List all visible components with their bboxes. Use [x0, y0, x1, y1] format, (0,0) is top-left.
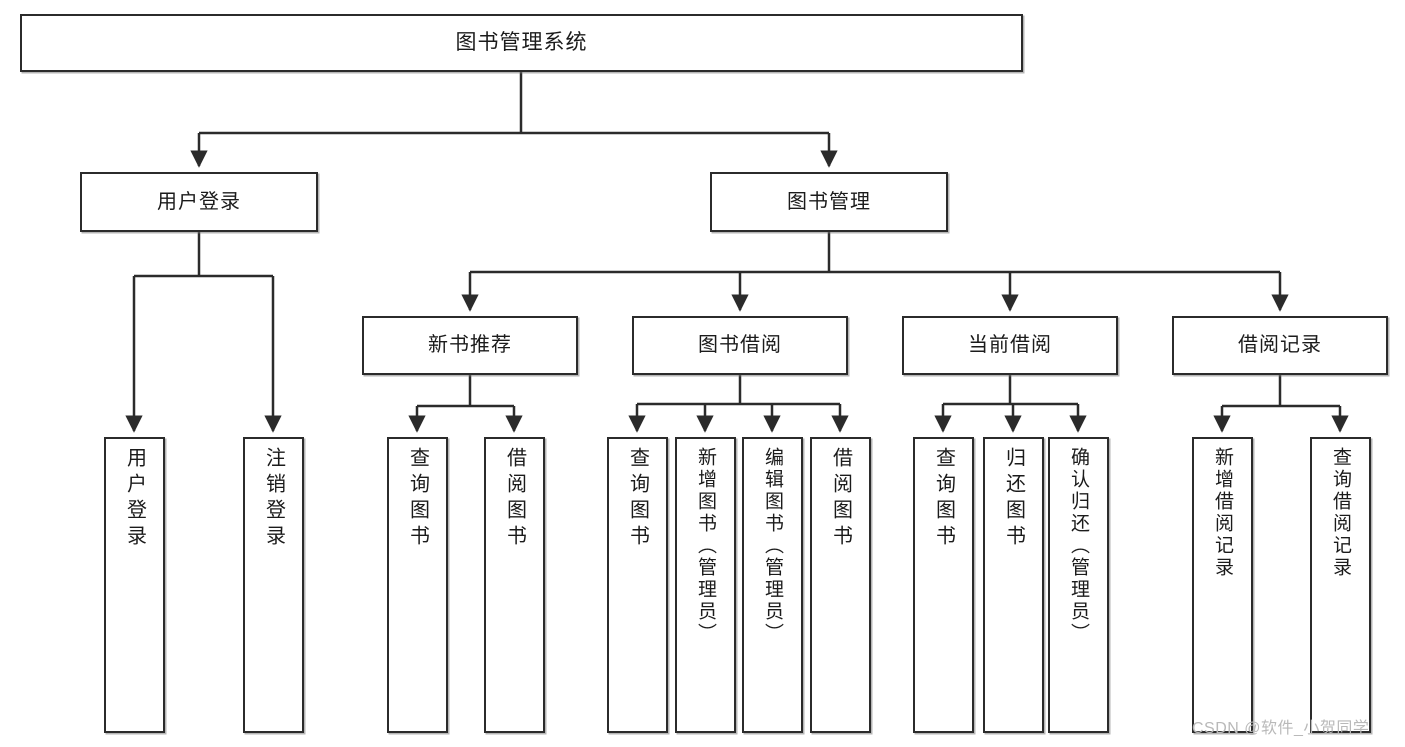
leaf-query-borrow-record-label: 查询借阅记录 [1330, 447, 1351, 579]
node-new-book-recommend[interactable]: 新书推荐 [362, 316, 578, 375]
leaf-query-book-3-label: 查询图书 [932, 447, 955, 551]
node-root-label: 图书管理系统 [455, 30, 588, 54]
leaf-confirm-return-admin-label: 确认归还（管理员） [1068, 447, 1089, 645]
leaf-add-book-admin[interactable]: 新增图书（管理员） [675, 437, 736, 733]
leaf-borrow-book-2-label: 借阅图书 [829, 447, 852, 551]
node-root[interactable]: 图书管理系统 [20, 14, 1023, 72]
leaf-user-login[interactable]: 用户登录 [104, 437, 165, 733]
node-book-borrow[interactable]: 图书借阅 [632, 316, 848, 375]
leaf-add-borrow-record-label: 新增借阅记录 [1212, 447, 1233, 579]
node-book-borrow-label: 图书借阅 [698, 334, 782, 356]
leaf-logout-login-label: 注销登录 [262, 447, 285, 551]
leaf-user-login-label: 用户登录 [123, 447, 146, 551]
leaf-query-book-2-label: 查询图书 [626, 447, 649, 551]
leaf-query-book-3[interactable]: 查询图书 [913, 437, 974, 733]
leaf-borrow-book-1-label: 借阅图书 [503, 447, 526, 551]
leaf-edit-book-admin[interactable]: 编辑图书（管理员） [742, 437, 803, 733]
leaf-borrow-book-1[interactable]: 借阅图书 [484, 437, 545, 733]
node-book-manage-label: 图书管理 [787, 190, 871, 213]
leaf-confirm-return-admin[interactable]: 确认归还（管理员） [1048, 437, 1109, 733]
leaf-query-borrow-record[interactable]: 查询借阅记录 [1310, 437, 1371, 733]
leaf-edit-book-admin-label: 编辑图书（管理员） [762, 447, 783, 645]
watermark: CSDN @软件_小贺同学 [1192, 720, 1370, 737]
node-borrow-record-label: 借阅记录 [1238, 334, 1322, 356]
leaf-borrow-book-2[interactable]: 借阅图书 [810, 437, 871, 733]
leaf-query-book-2[interactable]: 查询图书 [607, 437, 668, 733]
node-book-manage[interactable]: 图书管理 [710, 172, 948, 232]
leaf-add-borrow-record[interactable]: 新增借阅记录 [1192, 437, 1253, 733]
leaf-return-book-label: 归还图书 [1002, 447, 1025, 551]
node-user-login-label: 用户登录 [157, 190, 241, 213]
node-current-borrow[interactable]: 当前借阅 [902, 316, 1118, 375]
leaf-return-book[interactable]: 归还图书 [983, 437, 1044, 733]
leaf-logout-login[interactable]: 注销登录 [243, 437, 304, 733]
leaf-query-book-1[interactable]: 查询图书 [387, 437, 448, 733]
node-new-book-recommend-label: 新书推荐 [428, 334, 512, 356]
node-user-login[interactable]: 用户登录 [80, 172, 318, 232]
leaf-add-book-admin-label: 新增图书（管理员） [695, 447, 716, 645]
leaf-query-book-1-label: 查询图书 [406, 447, 429, 551]
node-borrow-record[interactable]: 借阅记录 [1172, 316, 1388, 375]
node-current-borrow-label: 当前借阅 [968, 334, 1052, 356]
